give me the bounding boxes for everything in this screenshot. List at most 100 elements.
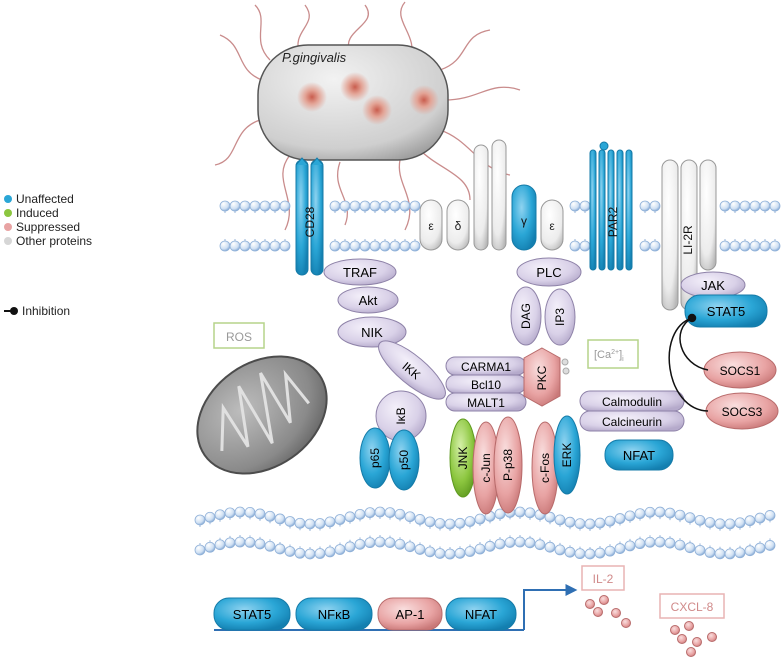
ip3-node: IP3 <box>544 288 576 346</box>
nucleus-ap1: AP-1 <box>377 597 443 631</box>
svg-text:DAG: DAG <box>519 303 533 329</box>
plasma-membrane <box>219 200 781 252</box>
cjun-node: c-Jun <box>472 421 500 515</box>
inhibition-icon <box>4 306 18 316</box>
calcium-box: [Ca2+]i <box>587 339 639 369</box>
nucleus-stat5: STAT5 <box>213 597 291 631</box>
tcr-beta-chain <box>491 139 507 251</box>
transcription-arrow <box>523 584 578 630</box>
mitochondrion <box>196 355 328 475</box>
cd28-label: CD28 <box>303 206 317 237</box>
plc-node: PLC <box>516 257 582 287</box>
svg-text:PKC: PKC <box>535 365 549 390</box>
jnk-node: JNK <box>449 418 477 498</box>
svg-text:ROS: ROS <box>226 330 252 344</box>
calmodulin-node: Calmodulin <box>579 390 685 412</box>
bacterium-spot <box>362 95 392 125</box>
stat5-node: STAT5 <box>684 294 768 328</box>
svg-text:Calmodulin: Calmodulin <box>602 395 662 409</box>
svg-text:CARMA1: CARMA1 <box>461 360 511 374</box>
akt-node: Akt <box>337 286 399 314</box>
inhibition-icon <box>687 313 697 323</box>
other-swatch <box>4 237 12 245</box>
legend-item: Unaffected <box>4 192 92 206</box>
dag-node: DAG <box>510 286 542 346</box>
nik-node: NIK <box>337 316 407 348</box>
svg-text:CXCL-8: CXCL-8 <box>671 600 714 614</box>
p-gingivalis-bacterium: P.gingivalis <box>257 44 449 161</box>
bacterium-spot <box>340 72 370 102</box>
induced-swatch <box>4 209 12 217</box>
nfat-cytosol-node: NFAT <box>604 439 674 471</box>
nuclear-membrane <box>194 506 776 560</box>
bacterium-label: P.gingivalis <box>282 50 347 65</box>
pp38-node: P-p38 <box>493 416 523 514</box>
cd3-delta-label: δ <box>455 219 462 233</box>
svg-text:Bcl10: Bcl10 <box>471 378 501 392</box>
par2-label: PAR2 <box>606 206 620 237</box>
svg-text:[Ca2+]i: [Ca2+]i <box>594 349 624 363</box>
svg-text:p50: p50 <box>397 450 411 470</box>
svg-text:STAT5: STAT5 <box>707 304 746 319</box>
svg-text:IP3: IP3 <box>553 308 567 326</box>
svg-text:ERK: ERK <box>560 443 574 468</box>
svg-text:Calcineurin: Calcineurin <box>602 415 662 429</box>
suppressed-swatch <box>4 223 12 231</box>
inhibition-legend: Inhibition <box>4 304 70 318</box>
svg-text:p65: p65 <box>368 448 382 468</box>
p65-node: p65 <box>359 427 391 489</box>
svg-text:NFAT: NFAT <box>623 448 655 463</box>
ikk-node: IKK <box>378 340 446 400</box>
svg-text:JNK: JNK <box>456 447 470 470</box>
p50-node: p50 <box>388 429 420 491</box>
svg-text:SOCS1: SOCS1 <box>720 364 761 378</box>
cxcl8-output: CXCL-8 <box>659 593 725 657</box>
erk-node: ERK <box>553 415 581 495</box>
svg-text:PLC: PLC <box>536 265 561 280</box>
svg-text:NFκB: NFκB <box>318 607 351 622</box>
svg-text:IL-2: IL-2 <box>593 572 614 586</box>
svg-text:TRAF: TRAF <box>343 265 377 280</box>
cd28-receptor: CD28 <box>295 157 324 276</box>
il2r-label: LI-2R <box>681 225 695 255</box>
malt1-node: MALT1 <box>445 392 527 412</box>
cd3-epsilon-label: ε <box>549 219 555 233</box>
svg-text:STAT5: STAT5 <box>233 607 272 622</box>
cd3-gamma-label: γ <box>521 214 527 228</box>
svg-text:NIK: NIK <box>361 325 383 340</box>
il2-output: IL-2 <box>581 565 631 628</box>
socs1-node: SOCS1 <box>703 351 777 389</box>
bacterium-spot <box>297 82 327 112</box>
cfos-node: c-Fos <box>531 421 559 515</box>
par2-receptor: PAR2 <box>589 141 633 271</box>
nucleus-nfat: NFAT <box>445 597 517 631</box>
svg-text:JAK: JAK <box>701 278 725 293</box>
bacterium-spot <box>409 85 439 115</box>
nucleus-nfkb: NFκB <box>295 597 373 631</box>
cd3-epsilon-label: ε <box>428 219 434 233</box>
unaffected-swatch <box>4 195 12 203</box>
legend: Unaffected Induced Suppressed Other prot… <box>4 192 92 248</box>
svg-text:NFAT: NFAT <box>465 607 497 622</box>
tcr-alpha-chain <box>473 144 489 251</box>
traf-node: TRAF <box>323 258 397 286</box>
cd3-complex: ε δ γ ε <box>419 139 564 251</box>
socs-inhibition-lines <box>668 313 709 412</box>
legend-item: Suppressed <box>4 220 92 234</box>
jak-node: JAK <box>680 271 746 299</box>
svg-text:IκB: IκB <box>394 407 408 424</box>
legend-item: Induced <box>4 206 92 220</box>
socs3-node: SOCS3 <box>705 392 779 430</box>
svg-text:SOCS3: SOCS3 <box>722 405 763 419</box>
svg-text:Akt: Akt <box>359 293 378 308</box>
svg-text:MALT1: MALT1 <box>467 396 505 410</box>
ros-box: ROS <box>213 322 265 349</box>
nucleus-factors: STAT5 NFκB AP-1 NFAT <box>213 584 578 631</box>
bcl10-node: Bcl10 <box>445 374 527 394</box>
legend-item: Other proteins <box>4 234 92 248</box>
carma1-node: CARMA1 <box>445 356 527 376</box>
ikb-node: IκB <box>375 390 427 442</box>
calcineurin-node: Calcineurin <box>579 410 685 432</box>
